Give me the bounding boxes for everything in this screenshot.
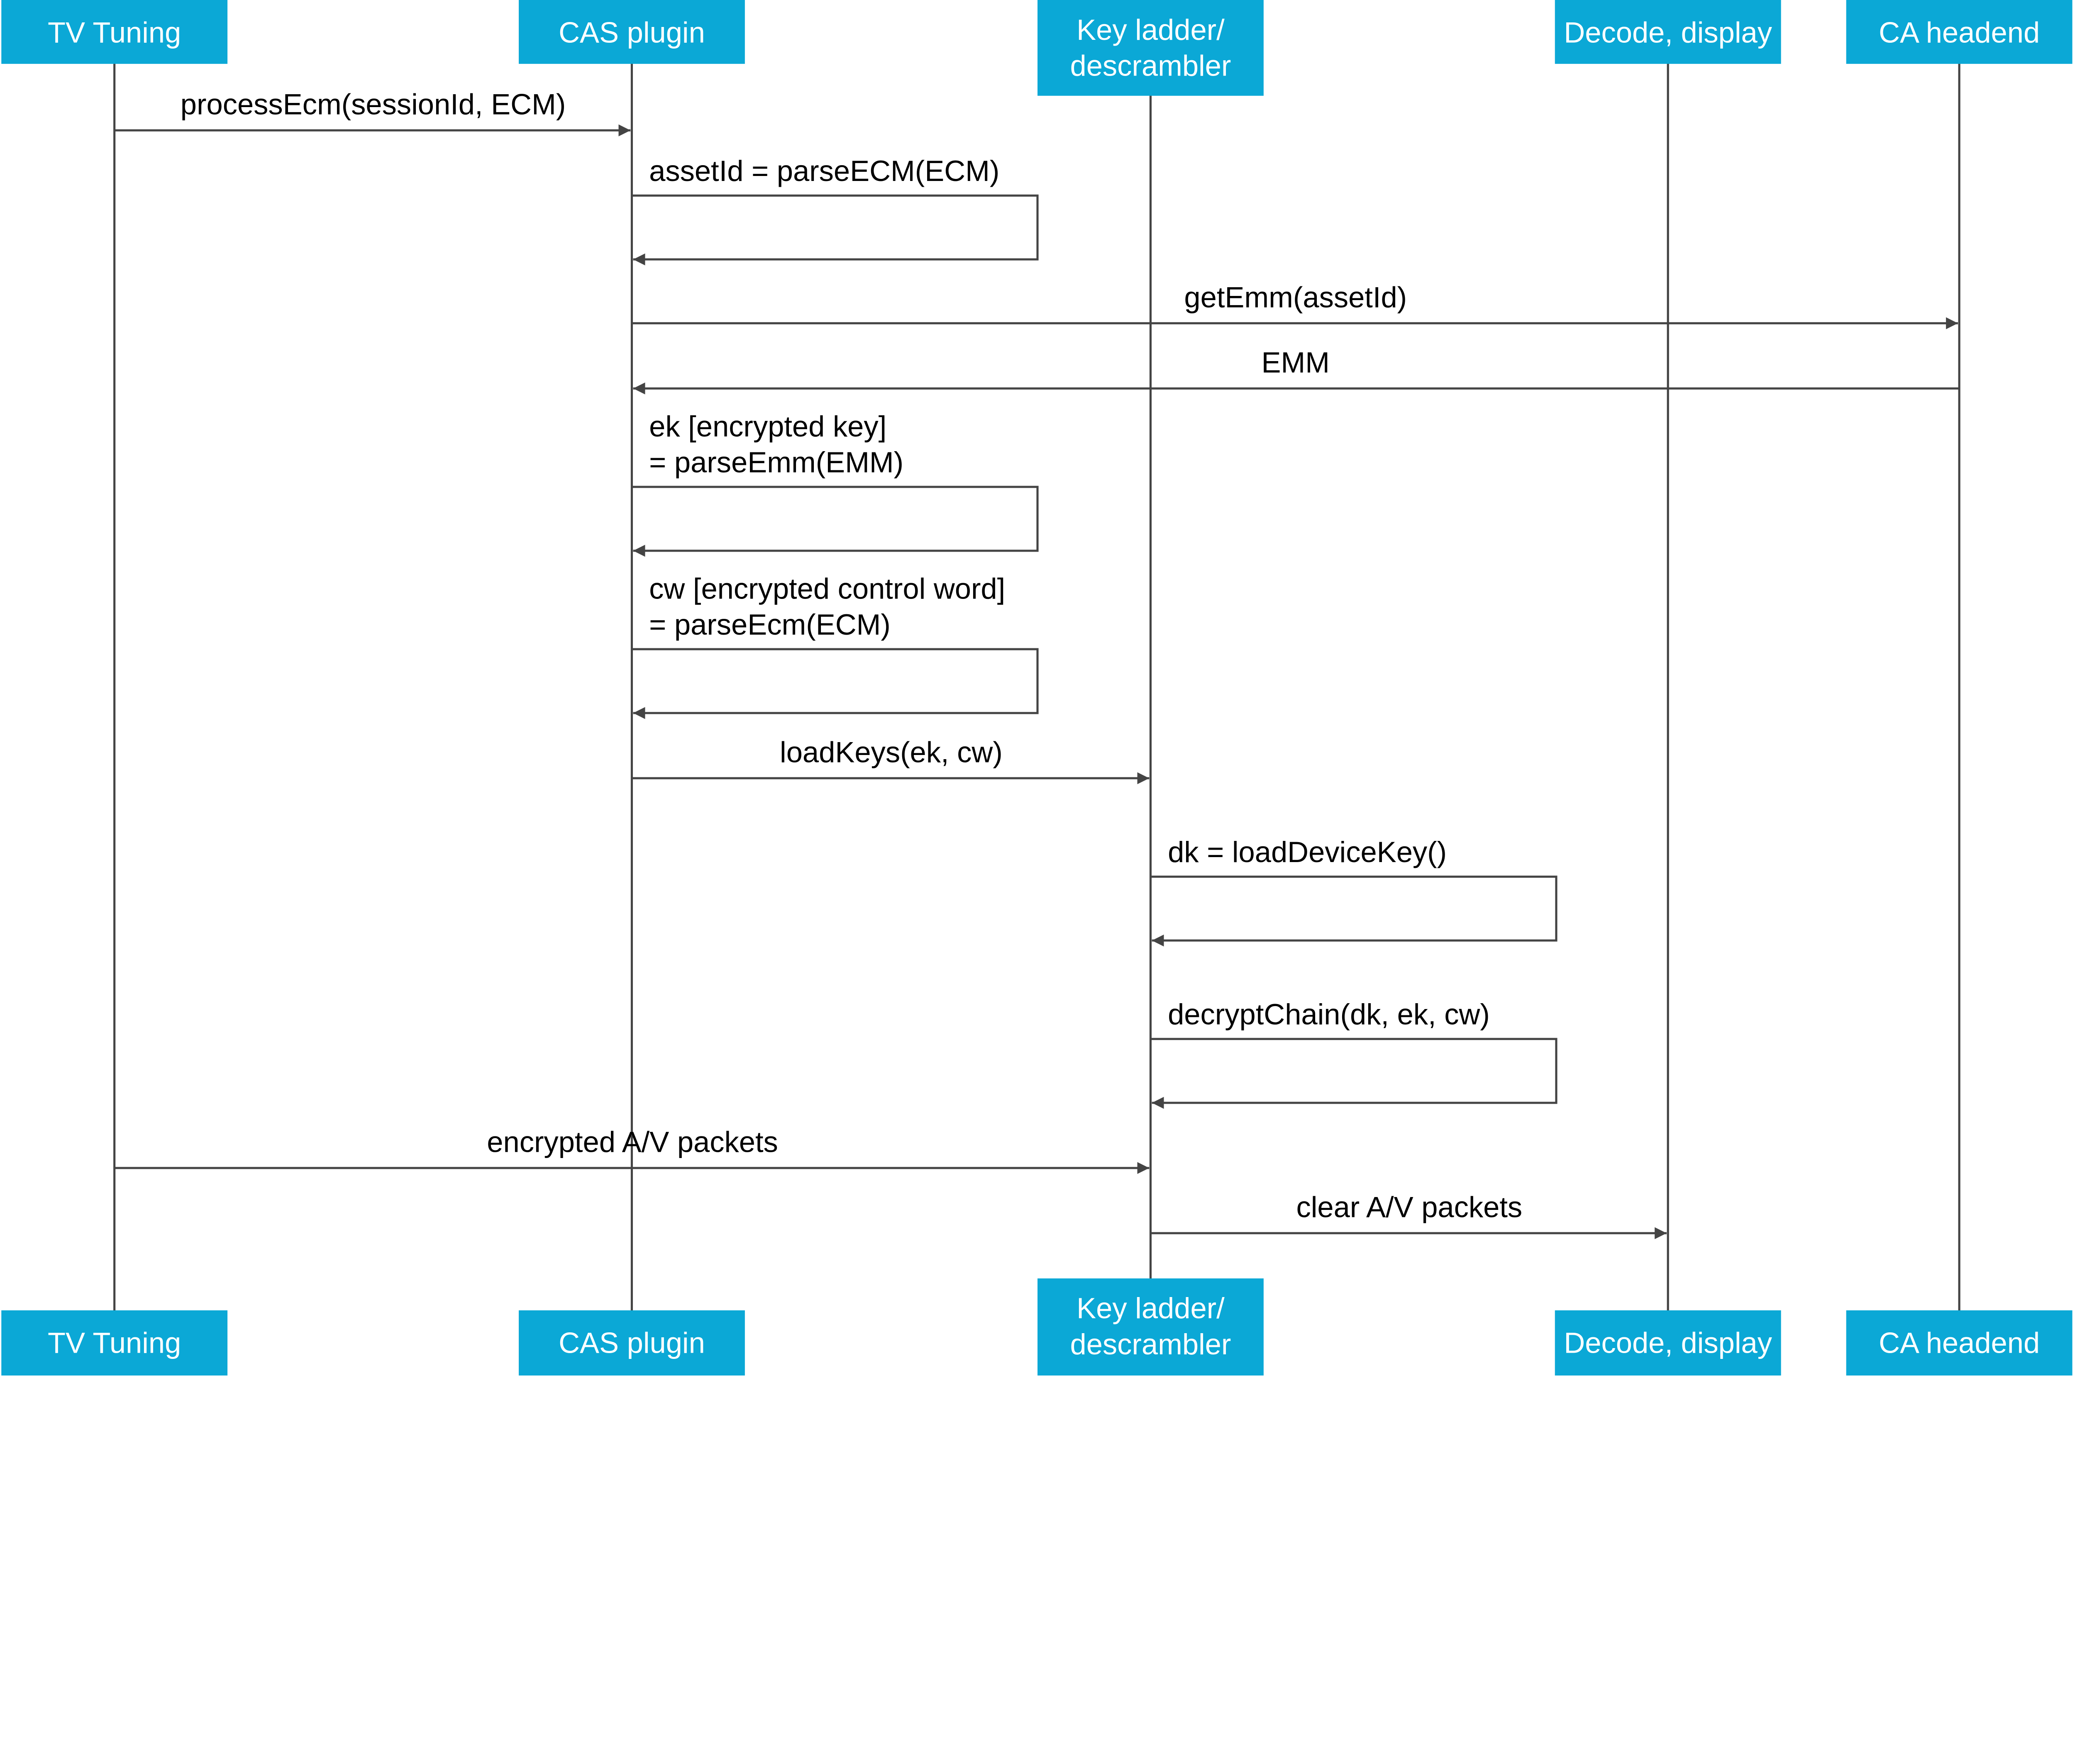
participant-ca-top: CA headend (1846, 0, 2073, 64)
message-3: EMM (633, 346, 1960, 395)
message-5: cw [encrypted control word]= parseEcm(EC… (632, 572, 1039, 719)
participant-box (1846, 0, 2073, 64)
participant-tv-bottom: TV Tuning (1, 1310, 228, 1376)
participant-label: descrambler (1070, 1328, 1231, 1361)
participant-tv-top: TV Tuning (1, 0, 228, 64)
message-label: assetId = parseECM(ECM) (649, 154, 999, 187)
message-label: encrypted A/V packets (487, 1126, 778, 1158)
message-6: loadKeys(ek, cw) (632, 736, 1150, 784)
message-label: EMM (1262, 346, 1330, 379)
message-label: cw [encrypted control word] (649, 572, 1005, 605)
self-call-arrow (632, 648, 1039, 719)
participant-label: Decode, display (1564, 1327, 1772, 1359)
message-label: = parseEmm(EMM) (649, 446, 903, 479)
participant-label: CAS plugin (559, 1327, 705, 1359)
participant-label: Key ladder/ (1077, 13, 1225, 46)
self-call-arrow (632, 486, 1039, 557)
participant-box (1555, 0, 1781, 64)
message-label: getEmm(assetId) (1184, 281, 1407, 313)
participant-dec-top: Decode, display (1555, 0, 1781, 64)
self-call-arrow (1150, 875, 1557, 947)
message-label: loadKeys(ek, cw) (780, 736, 1003, 769)
message-0: processEcm(sessionId, ECM) (114, 88, 631, 137)
message-label: = parseEcm(ECM) (649, 608, 891, 641)
sequence-diagram: processEcm(sessionId, ECM) assetId = pars… (1, 0, 2073, 1376)
participant-label: CA headend (1879, 16, 2040, 49)
participant-ca-bottom: CA headend (1846, 1310, 2073, 1376)
message-10: clear A/V packets (1150, 1191, 1667, 1239)
participant-box (1846, 1310, 2073, 1376)
participant-key-top: Key ladder/descrambler (1038, 0, 1264, 96)
participant-label: TV Tuning (48, 1327, 181, 1359)
participant-box (519, 1310, 745, 1376)
message-label: dk = loadDeviceKey() (1168, 836, 1447, 868)
self-call-arrow (1150, 1038, 1557, 1109)
participant-key-bottom: Key ladder/descrambler (1038, 1278, 1264, 1376)
participant-label: descrambler (1070, 49, 1231, 82)
participant-box (1, 1310, 228, 1376)
participant-label: CA headend (1879, 1327, 2040, 1359)
participant-box (1038, 1278, 1264, 1376)
participant-dec-bottom: Decode, display (1555, 1310, 1781, 1376)
message-4: ek [encrypted key] = parseEmm(EMM) (632, 410, 1039, 557)
message-1: assetId = parseECM(ECM) (632, 154, 1039, 266)
participant-box (519, 0, 745, 64)
message-label: ek [encrypted key] (649, 410, 886, 442)
message-2: getEmm(assetId) (632, 281, 1958, 330)
message-7: dk = loadDeviceKey() (1150, 836, 1557, 947)
message-label: decryptChain(dk, ek, cw) (1168, 998, 1490, 1031)
participant-box (1038, 0, 1264, 96)
message-9: encrypted A/V packets (114, 1126, 1150, 1174)
participant-label: CAS plugin (559, 16, 705, 49)
participant-label: TV Tuning (48, 16, 181, 49)
participant-box (1, 0, 228, 64)
participant-label: Decode, display (1564, 16, 1772, 49)
message-label: processEcm(sessionId, ECM) (181, 88, 566, 121)
participant-cas-top: CAS plugin (519, 0, 745, 64)
participant-cas-bottom: CAS plugin (519, 1310, 745, 1376)
participant-label: Key ladder/ (1077, 1292, 1225, 1324)
message-label: clear A/V packets (1296, 1191, 1522, 1224)
participant-box (1555, 1310, 1781, 1376)
self-call-arrow (632, 194, 1039, 266)
message-8: decryptChain(dk, ek, cw) (1150, 998, 1557, 1109)
